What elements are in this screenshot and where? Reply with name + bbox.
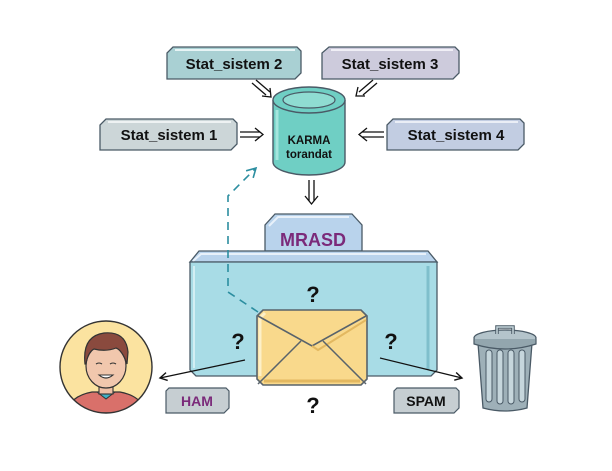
source-stat-sistem-4: Stat_sistem 4 xyxy=(386,118,525,151)
ham-label: HAM xyxy=(181,393,213,409)
source-stat-sistem-2: Stat_sistem 2 xyxy=(166,46,302,80)
database-label-line1: KARMA xyxy=(288,135,331,147)
spam-label-box: SPAM xyxy=(393,387,460,414)
source-label: Stat_sistem 4 xyxy=(408,127,505,144)
ham-label-box: HAM xyxy=(165,387,230,414)
avatar-person-icon xyxy=(59,320,153,414)
question-mark-top: ? xyxy=(306,282,319,307)
source-label: Stat_sistem 2 xyxy=(186,56,283,73)
envelope-icon xyxy=(256,309,368,386)
database-karma-torandat: KARMA torandat xyxy=(272,86,346,176)
question-mark-left: ? xyxy=(231,329,244,354)
trash-can-icon xyxy=(473,325,537,412)
arrow-to-ham xyxy=(158,359,246,382)
double-arrow-s2 xyxy=(251,79,272,98)
question-mark-bottom: ? xyxy=(306,393,319,418)
source-label: Stat_sistem 1 xyxy=(121,127,218,144)
spam-label: SPAM xyxy=(406,393,445,409)
double-arrow-s4 xyxy=(357,127,384,142)
double-arrow-down xyxy=(304,180,319,206)
double-arrow-s1 xyxy=(240,127,265,142)
arrow-to-spam xyxy=(379,357,464,381)
source-stat-sistem-3: Stat_sistem 3 xyxy=(321,46,460,80)
feedback-dashed-arrow xyxy=(227,166,259,313)
source-label: Stat_sistem 3 xyxy=(342,56,439,73)
double-arrow-s3 xyxy=(355,79,378,97)
folder-label: MRASD xyxy=(280,230,346,250)
database-label-line2: torandat xyxy=(286,149,332,161)
source-stat-sistem-1: Stat_sistem 1 xyxy=(99,118,238,151)
question-mark-right: ? xyxy=(384,329,397,354)
